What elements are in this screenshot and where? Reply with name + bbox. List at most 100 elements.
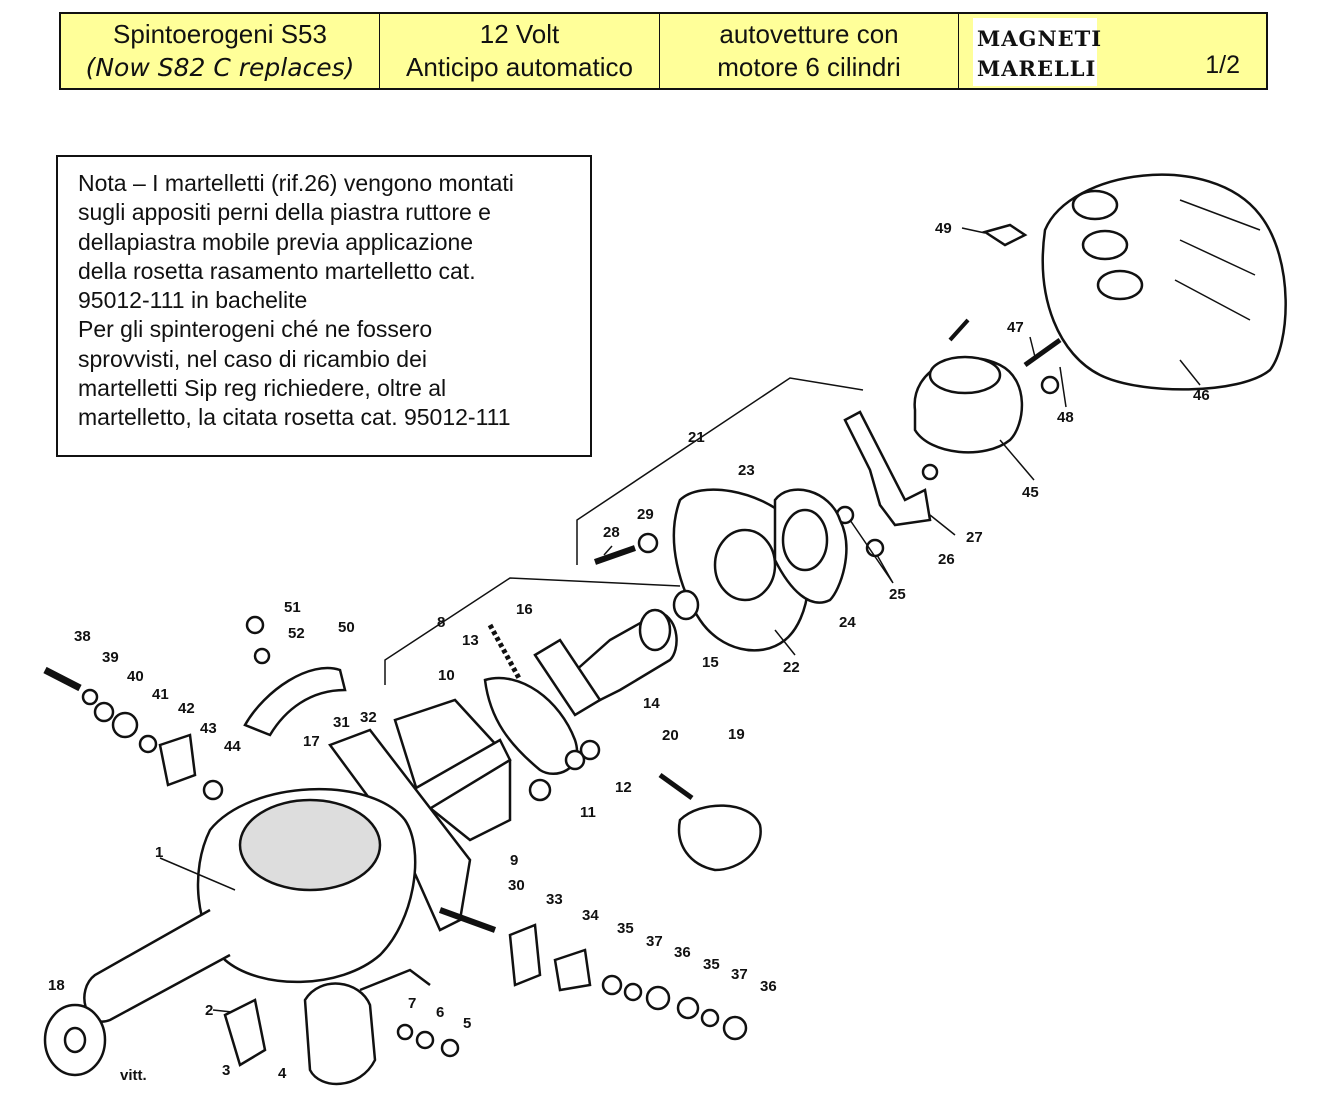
note-box: Nota – I martelletti (rif.26) vengono mo…	[56, 155, 592, 457]
label-14: 14	[643, 695, 660, 712]
label-49: 49	[935, 220, 952, 237]
note-line: Per gli spinterogeni ché ne fossero	[78, 316, 433, 343]
part-coupling	[677, 804, 762, 872]
part-spring-13	[487, 623, 523, 682]
label-12: 12	[615, 779, 632, 796]
label-23: 23	[738, 462, 755, 479]
label-17: 17	[303, 733, 320, 750]
label-30: 30	[508, 877, 525, 894]
signature-vitt: vitt.	[120, 1067, 147, 1084]
part-bush-15	[672, 589, 700, 621]
part-screw-28	[594, 545, 636, 565]
page-number: 1/2	[1205, 51, 1240, 79]
header-table: Spintoerogeni S53 (Now S82 C replaces) 1…	[59, 12, 1268, 90]
label-41: 41	[152, 686, 169, 703]
label-22: 22	[783, 659, 800, 676]
part-ring-48	[1040, 375, 1060, 395]
part-bracket	[243, 666, 347, 737]
header-cell-voltage: 12 Volt Anticipo automatico	[380, 14, 660, 88]
label-13: 13	[462, 632, 479, 649]
replacement-note: (Now S82 C replaces)	[85, 53, 355, 82]
part-plate-43	[158, 733, 197, 787]
label-18: 18	[48, 977, 65, 994]
label-25: 25	[889, 586, 906, 603]
label-50: 50	[338, 619, 355, 636]
note-line: della rosetta rasamento martelletto cat.	[78, 257, 476, 284]
part-boss	[223, 998, 267, 1067]
part-breaker-arm	[843, 410, 932, 527]
label-1: 1	[155, 844, 163, 861]
label-27: 27	[966, 529, 983, 546]
part-carbon-brush	[1023, 337, 1062, 368]
label-43: 43	[200, 720, 217, 737]
label-39: 39	[102, 649, 119, 666]
label-29: 29	[637, 506, 654, 523]
label-6: 6	[436, 1004, 444, 1021]
label-36b: 36	[760, 978, 777, 995]
label-21: 21	[688, 429, 705, 446]
part-nut-27	[921, 463, 939, 481]
label-35: 35	[617, 920, 634, 937]
part-screw-38	[43, 666, 82, 692]
label-31: 31	[333, 714, 350, 731]
label-37b: 37	[731, 966, 748, 983]
label-5: 5	[463, 1015, 471, 1032]
note-line: dellapiastra mobile previa applicazione	[78, 228, 474, 255]
advance-text: Anticipo automatico	[406, 52, 633, 82]
label-35b: 35	[703, 956, 720, 973]
label-48: 48	[1057, 409, 1074, 426]
part-nut-29	[637, 532, 659, 554]
label-19: 19	[728, 726, 745, 743]
header-cell-model: Spintoerogeni S53 (Now S82 C replaces)	[61, 14, 380, 88]
voltage-text: 12 Volt	[479, 19, 560, 49]
label-24: 24	[839, 614, 856, 631]
label-37: 37	[646, 933, 663, 950]
label-44: 44	[224, 738, 241, 755]
logo-line1: MAGNETI	[977, 26, 1103, 51]
application-line2: motore 6 cilindri	[717, 52, 901, 82]
label-52: 52	[288, 625, 305, 642]
header-cell-application: autovetture con motore 6 cilindri	[660, 14, 959, 88]
magneti-marelli-logo: MAGNETI MARELLI	[973, 18, 1101, 86]
note-line: Nota – I martelletti (rif.26) vengono mo…	[78, 170, 514, 196]
label-36: 36	[674, 944, 691, 961]
note-line: 95012-111 in bachelite	[78, 287, 308, 314]
label-51: 51	[284, 599, 301, 616]
label-33: 33	[546, 891, 563, 908]
part-pin-20	[658, 772, 694, 801]
label-10: 10	[438, 667, 455, 684]
label-32: 32	[360, 709, 377, 726]
label-4: 4	[278, 1065, 287, 1082]
label-28: 28	[603, 524, 620, 541]
label-40: 40	[127, 668, 144, 685]
application-line1: autovetture con	[719, 19, 899, 49]
part-screw-30	[438, 907, 497, 933]
part-terminal	[553, 948, 592, 992]
logo-line2: MARELLI	[977, 56, 1097, 81]
part-condenser	[303, 982, 377, 1086]
part-cam-plate	[533, 638, 602, 717]
label-20: 20	[662, 727, 679, 744]
label-47: 47	[1007, 319, 1024, 336]
label-9: 9	[510, 852, 518, 869]
part-clip	[982, 223, 1028, 247]
note-line: martelletto, la citata rosetta cat. 9501…	[78, 404, 511, 431]
label-11: 11	[580, 804, 596, 821]
label-16: 16	[516, 601, 533, 618]
label-15: 15	[702, 654, 719, 671]
label-45: 45	[1022, 484, 1039, 501]
label-38: 38	[74, 628, 91, 645]
label-2: 2	[205, 1002, 213, 1019]
label-8: 8	[437, 614, 445, 631]
label-34: 34	[582, 907, 599, 924]
label-3: 3	[222, 1062, 230, 1079]
part-distributor-cap	[1041, 173, 1287, 391]
note-line: martelletti Sip reg richiedere, oltre al	[78, 375, 447, 402]
note-line: sprovvisti, nel caso di ricambio dei	[78, 345, 427, 372]
part-plate-33	[508, 923, 542, 987]
note-line: sugli appositi perni della piastra rutto…	[78, 199, 491, 226]
label-7: 7	[408, 995, 416, 1012]
model-title: Spintoerogeni S53	[113, 19, 327, 49]
header-cell-brand: MAGNETI MARELLI 1/2	[959, 14, 1266, 88]
